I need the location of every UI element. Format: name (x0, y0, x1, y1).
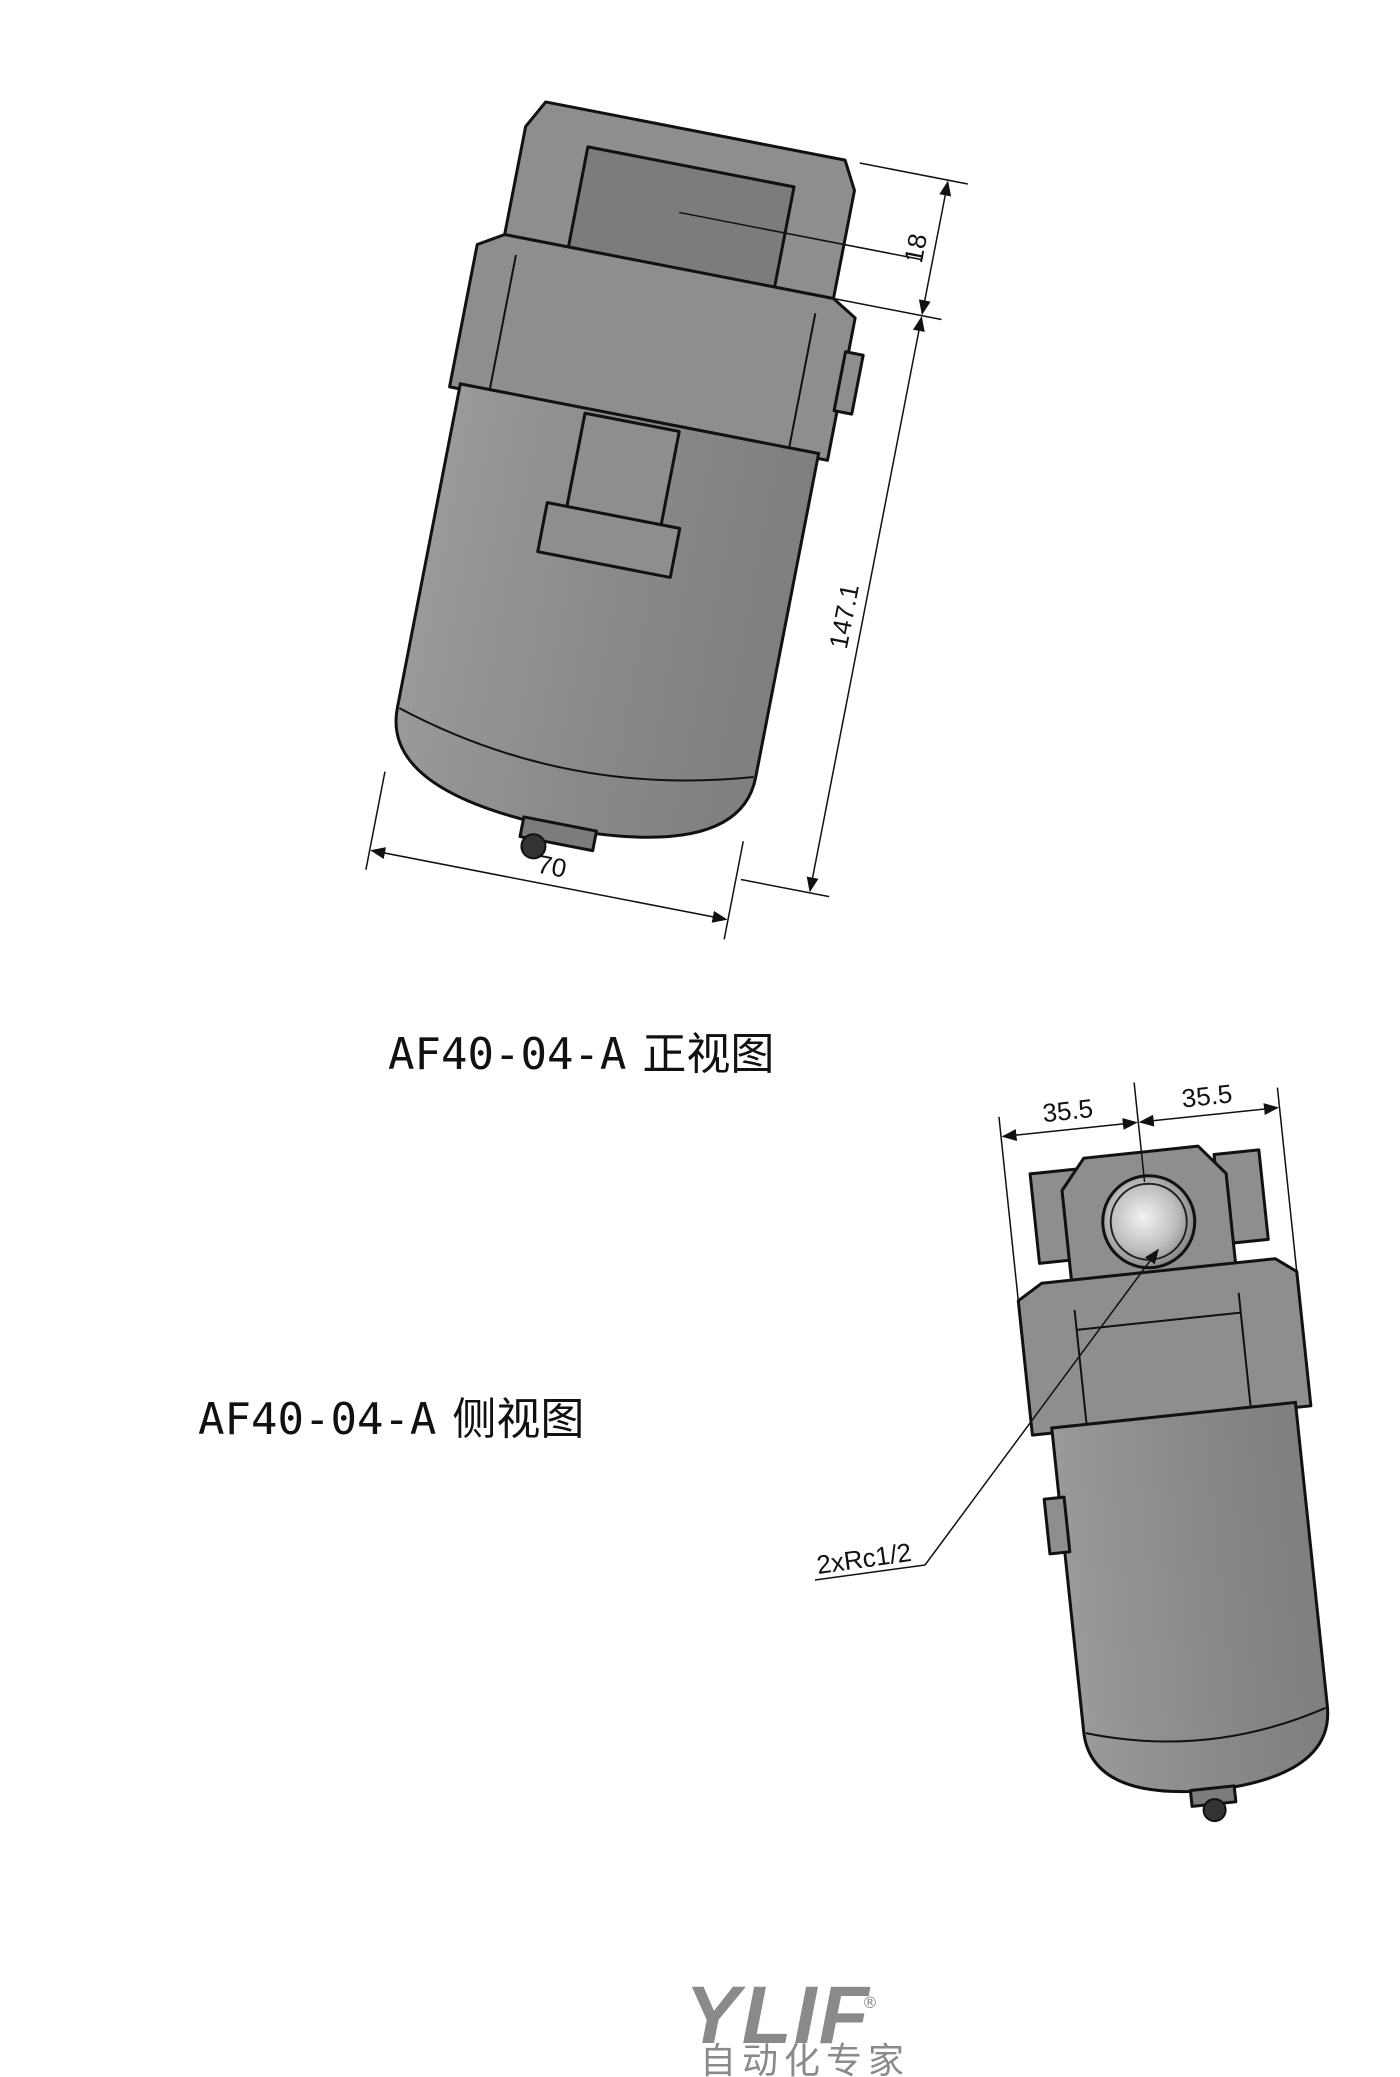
side-width-dimension: 35.5 35.5 (998, 1078, 1298, 1301)
side-view-title: 侧视图 (452, 1394, 585, 1445)
side-view: 35.5 35.5 (998, 1078, 1330, 1823)
side-model-label: AF40-04-A (198, 1394, 437, 1445)
logo-tagline: 自动化专家 (700, 2041, 910, 2077)
right-half-label: 35.5 (1180, 1078, 1233, 1113)
front-view-title: 正视图 (642, 1029, 775, 1080)
front-view: 70 147.1 18 (365, 100, 968, 940)
side-view-caption: AF40-04-A 侧视图 (198, 1383, 584, 1447)
top-offset-label: 18 (898, 231, 933, 265)
left-half-label: 35.5 (1041, 1093, 1094, 1128)
logo-wordmark: YLIF (685, 1970, 871, 2061)
registered-mark: ® (862, 1993, 878, 2012)
port-label: 2xRc1/2 (815, 1537, 914, 1580)
front-view-caption: AF40-04-A 正视图 (388, 1018, 774, 1082)
front-width-dimension: 70 (365, 771, 744, 940)
front-model-label: AF40-04-A (388, 1029, 627, 1080)
width-label: 70 (535, 849, 569, 884)
side-filter-body (1016, 1144, 1330, 1823)
company-logo: YLIF ® 自动化专家 (685, 1970, 910, 2077)
front-filter-body (394, 100, 923, 860)
